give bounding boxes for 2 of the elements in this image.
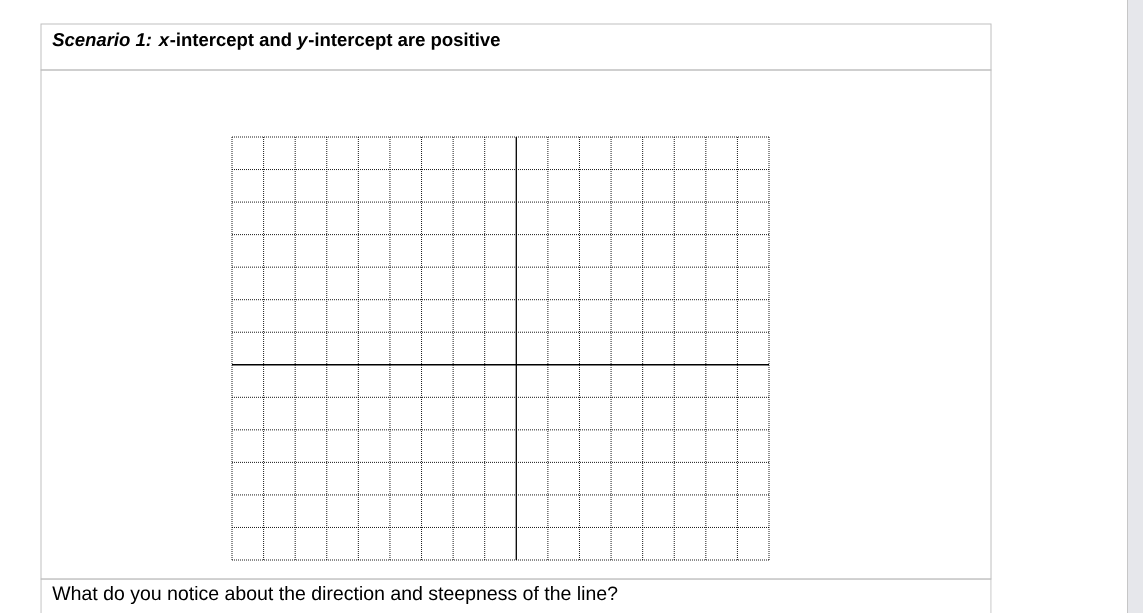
question-text: What do you notice about the direction and steepness of the line? [52,585,618,605]
table-cell: Scenario 1: x-intercept and y-intercept are positive [40,23,992,71]
